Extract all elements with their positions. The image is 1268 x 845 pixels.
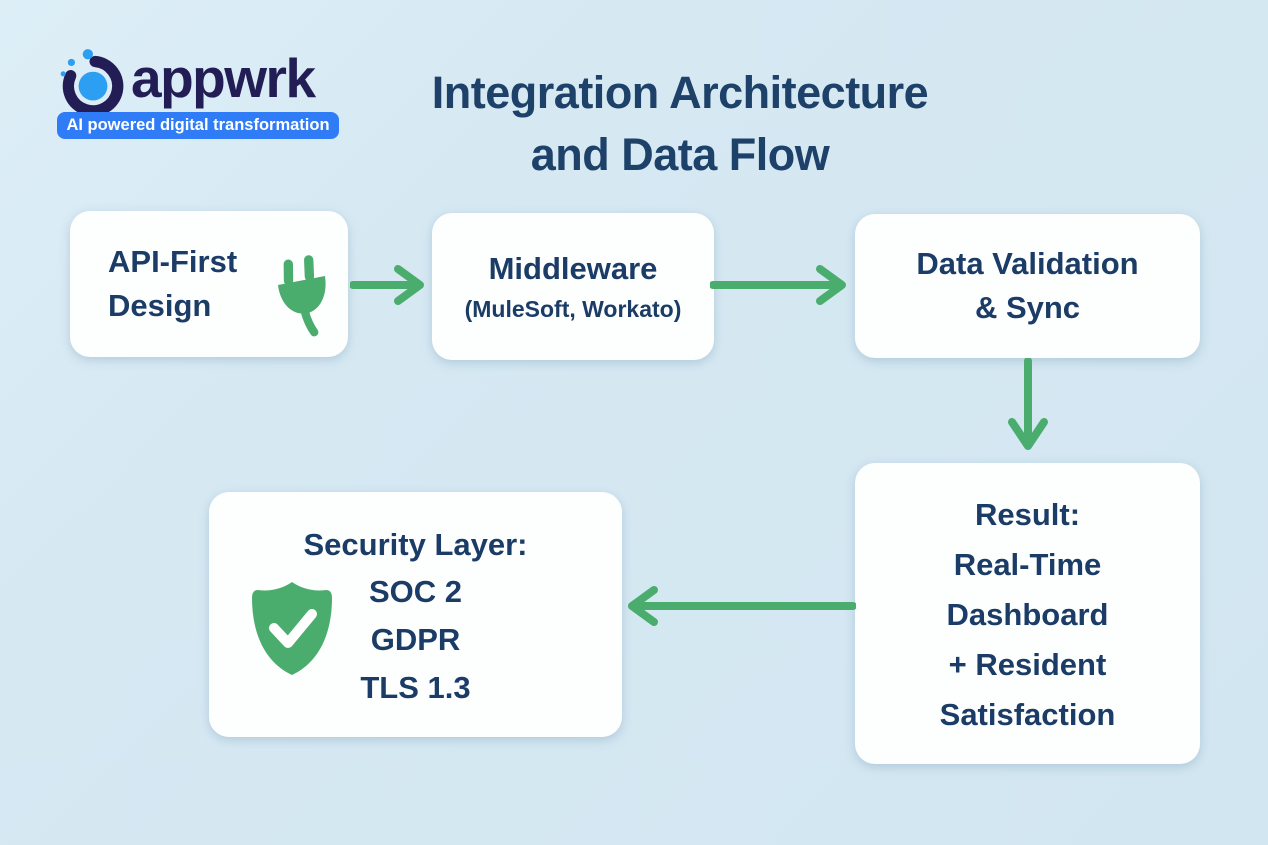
node-data-validation-sync: Data Validation & Sync bbox=[855, 214, 1200, 358]
appwrk-ring-icon bbox=[60, 49, 124, 117]
flow-arrow-result-to-security-icon bbox=[628, 586, 856, 626]
plug-icon bbox=[278, 255, 326, 337]
page-title: Integration Architecture and Data Flow bbox=[320, 62, 1040, 186]
result-node-line1: Result: bbox=[974, 497, 1081, 532]
flow-arrow-api-to-middleware-icon bbox=[350, 265, 424, 305]
middleware-node-line1: Middleware bbox=[488, 250, 658, 286]
security-item-soc2: SOC 2 bbox=[368, 574, 463, 609]
result-node-line5: Satisfaction bbox=[939, 697, 1116, 732]
node-middleware: Middleware (MuleSoft, Workato) bbox=[432, 213, 714, 360]
node-result: Result: Real-Time Dashboard + Resident S… bbox=[855, 463, 1200, 764]
brand-tagline: AI powered digital transformation bbox=[66, 116, 330, 134]
result-node-line3: Dashboard bbox=[946, 597, 1109, 632]
shield-check-icon bbox=[252, 582, 332, 675]
node-api-first-design: API-First Design bbox=[70, 211, 348, 357]
validation-node-line1: Data Validation bbox=[916, 246, 1139, 281]
node-security-layer: Security Layer: SOC 2 GDPR TLS 1.3 bbox=[209, 492, 622, 737]
result-node-line4: + Resident bbox=[948, 647, 1107, 682]
validation-node-line2: & Sync bbox=[974, 290, 1081, 325]
flow-arrow-validation-to-result-icon bbox=[1008, 358, 1048, 450]
security-item-gdpr: GDPR bbox=[370, 622, 461, 657]
page-title-line2: and Data Flow bbox=[530, 129, 830, 180]
page-title-line1: Integration Architecture bbox=[431, 67, 929, 118]
brand-wordmark: appwrk bbox=[131, 47, 316, 109]
security-item-tls: TLS 1.3 bbox=[360, 670, 471, 705]
api-node-line1: API-First bbox=[108, 244, 238, 279]
api-node-line2: Design bbox=[108, 288, 212, 323]
security-node-title: Security Layer: bbox=[303, 527, 528, 562]
flow-arrow-middleware-to-validation-icon bbox=[710, 265, 846, 305]
brand-tagline-pill: AI powered digital transformation bbox=[57, 112, 339, 139]
middleware-node-line2: (MuleSoft, Workato) bbox=[464, 295, 682, 322]
result-node-line2: Real-Time bbox=[953, 547, 1102, 582]
